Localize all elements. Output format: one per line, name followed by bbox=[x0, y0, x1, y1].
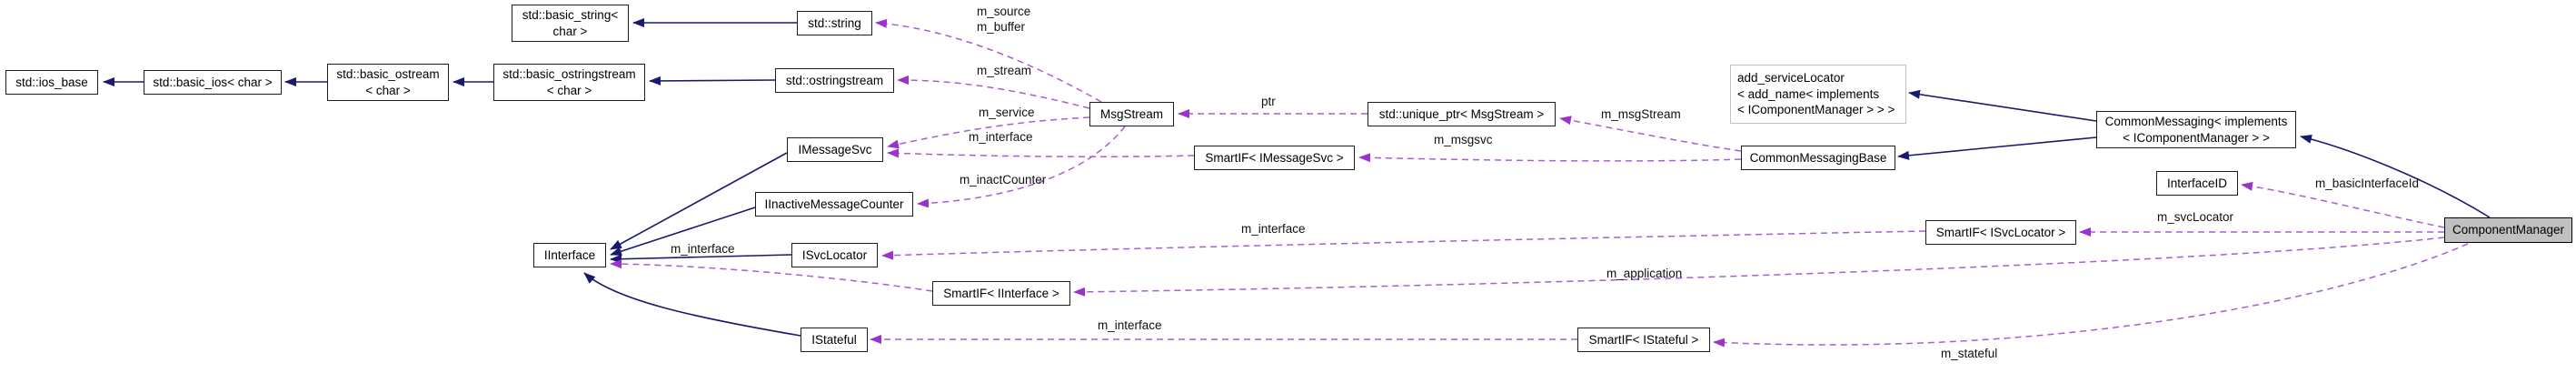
edge-ostringstream-to-basic-ostringstream bbox=[649, 76, 776, 86]
node-std-basic-string[interactable]: std::basic_string< char > bbox=[512, 5, 629, 42]
edge-commonmessagingbase-to-smartif-imessagesvc bbox=[1358, 153, 1742, 163]
edge-label-m-application: m_application bbox=[1606, 267, 1683, 280]
node-std-unique-ptr-msgstream[interactable]: std::unique_ptr< MsgStream > bbox=[1368, 102, 1556, 126]
node-add-servicelocator[interactable]: add_serviceLocator < add_name< implement… bbox=[1730, 65, 1906, 124]
node-iinactivemessagecounter[interactable]: IInactiveMessageCounter bbox=[755, 192, 913, 217]
node-istateful[interactable]: IStateful bbox=[801, 328, 868, 352]
edge-label-m-interface-imessagesvc: m_interface bbox=[969, 130, 1033, 144]
edge-label-m-stream: m_stream bbox=[977, 64, 1032, 77]
edge-label-m-basicinterfaceid: m_basicInterfaceId bbox=[2315, 176, 2420, 190]
edge-label-m-interface-isvclocator: m_interface bbox=[1241, 222, 1306, 236]
edge-label-m-inactcounter: m_inactCounter bbox=[960, 173, 1047, 186]
node-std-basic-ios[interactable]: std::basic_ios< char > bbox=[144, 70, 282, 95]
edge-imessagesvc-to-iinterface bbox=[610, 152, 788, 250]
node-isvclocator[interactable]: ISvcLocator bbox=[791, 243, 878, 267]
edge-msgstream-to-ostringstream bbox=[897, 76, 1090, 109]
edge-componentmanager-to-smartif-iinterface bbox=[1073, 237, 2445, 297]
edge-smartif-iinterface-to-iinterface bbox=[610, 259, 933, 292]
edge-label-ptr: ptr bbox=[1261, 95, 1276, 108]
node-std-basic-ostringstream[interactable]: std::basic_ostringstream < char > bbox=[493, 64, 645, 101]
edge-label-m-svclocator: m_svcLocator bbox=[2157, 210, 2234, 224]
node-smartif-istateful[interactable]: SmartIF< IStateful > bbox=[1577, 328, 1710, 352]
edge-smartif-isvclocator-to-isvclocator bbox=[881, 230, 1926, 260]
node-smartif-imessagesvc[interactable]: SmartIF< IMessageSvc > bbox=[1194, 146, 1355, 170]
node-std-ios-base[interactable]: std::ios_base bbox=[5, 70, 98, 95]
edge-commonmessaging-to-add-servicelocator bbox=[1908, 89, 2097, 122]
node-std-basic-ostream[interactable]: std::basic_ostream < char > bbox=[327, 64, 449, 101]
edge-msgstream-to-iinactivemessagecounter bbox=[917, 126, 1126, 208]
node-iinterface[interactable]: IInterface bbox=[533, 243, 606, 267]
edge-label-m-interface-iinterface: m_interface bbox=[671, 242, 735, 256]
node-smartif-isvclocator[interactable]: SmartIF< ISvcLocator > bbox=[1925, 220, 2076, 245]
node-std-string[interactable]: std::string bbox=[797, 11, 872, 35]
edge-label-m-msgstream: m_msgStream bbox=[1601, 107, 1681, 121]
edge-iinactivemessagecounter-to-iinterface bbox=[610, 207, 756, 257]
node-std-ostringstream[interactable]: std::ostringstream bbox=[775, 68, 894, 93]
edge-label-m-stateful: m_stateful bbox=[1941, 347, 1998, 360]
edge-componentmanager-to-smartif-istateful bbox=[1713, 243, 2469, 348]
edge-componentmanager-to-commonmessaging bbox=[2300, 135, 2491, 218]
edge-istateful-to-iinterface bbox=[583, 272, 801, 337]
edge-label-m-msgsvc: m_msgsvc bbox=[1434, 133, 1493, 146]
edge-commonmessaging-to-commonmessagingbase bbox=[1897, 136, 2097, 160]
node-interfaceid[interactable]: InterfaceID bbox=[2156, 171, 2238, 196]
edge-label-m-interface-istateful: m_interface bbox=[1098, 318, 1162, 332]
edge-componentmanager-to-interfaceid bbox=[2241, 181, 2445, 228]
edge-label-m-source-m-buffer: m_source m_buffer bbox=[977, 5, 1031, 34]
node-commonmessagingbase[interactable]: CommonMessagingBase bbox=[1741, 146, 1895, 170]
node-imessagesvc[interactable]: IMessageSvc bbox=[787, 137, 883, 162]
edge-isvclocator-to-iinterface bbox=[610, 254, 792, 264]
node-commonmessaging[interactable]: CommonMessaging< implements < IComponent… bbox=[2096, 111, 2296, 148]
node-componentmanager[interactable]: ComponentManager bbox=[2444, 217, 2572, 243]
edge-msgstream-to-imessagesvc bbox=[887, 116, 1090, 149]
edge-label-m-service: m_service bbox=[979, 106, 1035, 119]
edge-commonmessagingbase-to-unique-ptr bbox=[1559, 116, 1742, 152]
node-msgstream[interactable]: MsgStream bbox=[1089, 102, 1174, 126]
edge-smartif-imessagesvc-to-imessagesvc bbox=[887, 148, 1195, 158]
edge-msgstream-to-string bbox=[875, 18, 1102, 103]
node-smartif-iinterface[interactable]: SmartIF< IInterface > bbox=[932, 281, 1070, 306]
